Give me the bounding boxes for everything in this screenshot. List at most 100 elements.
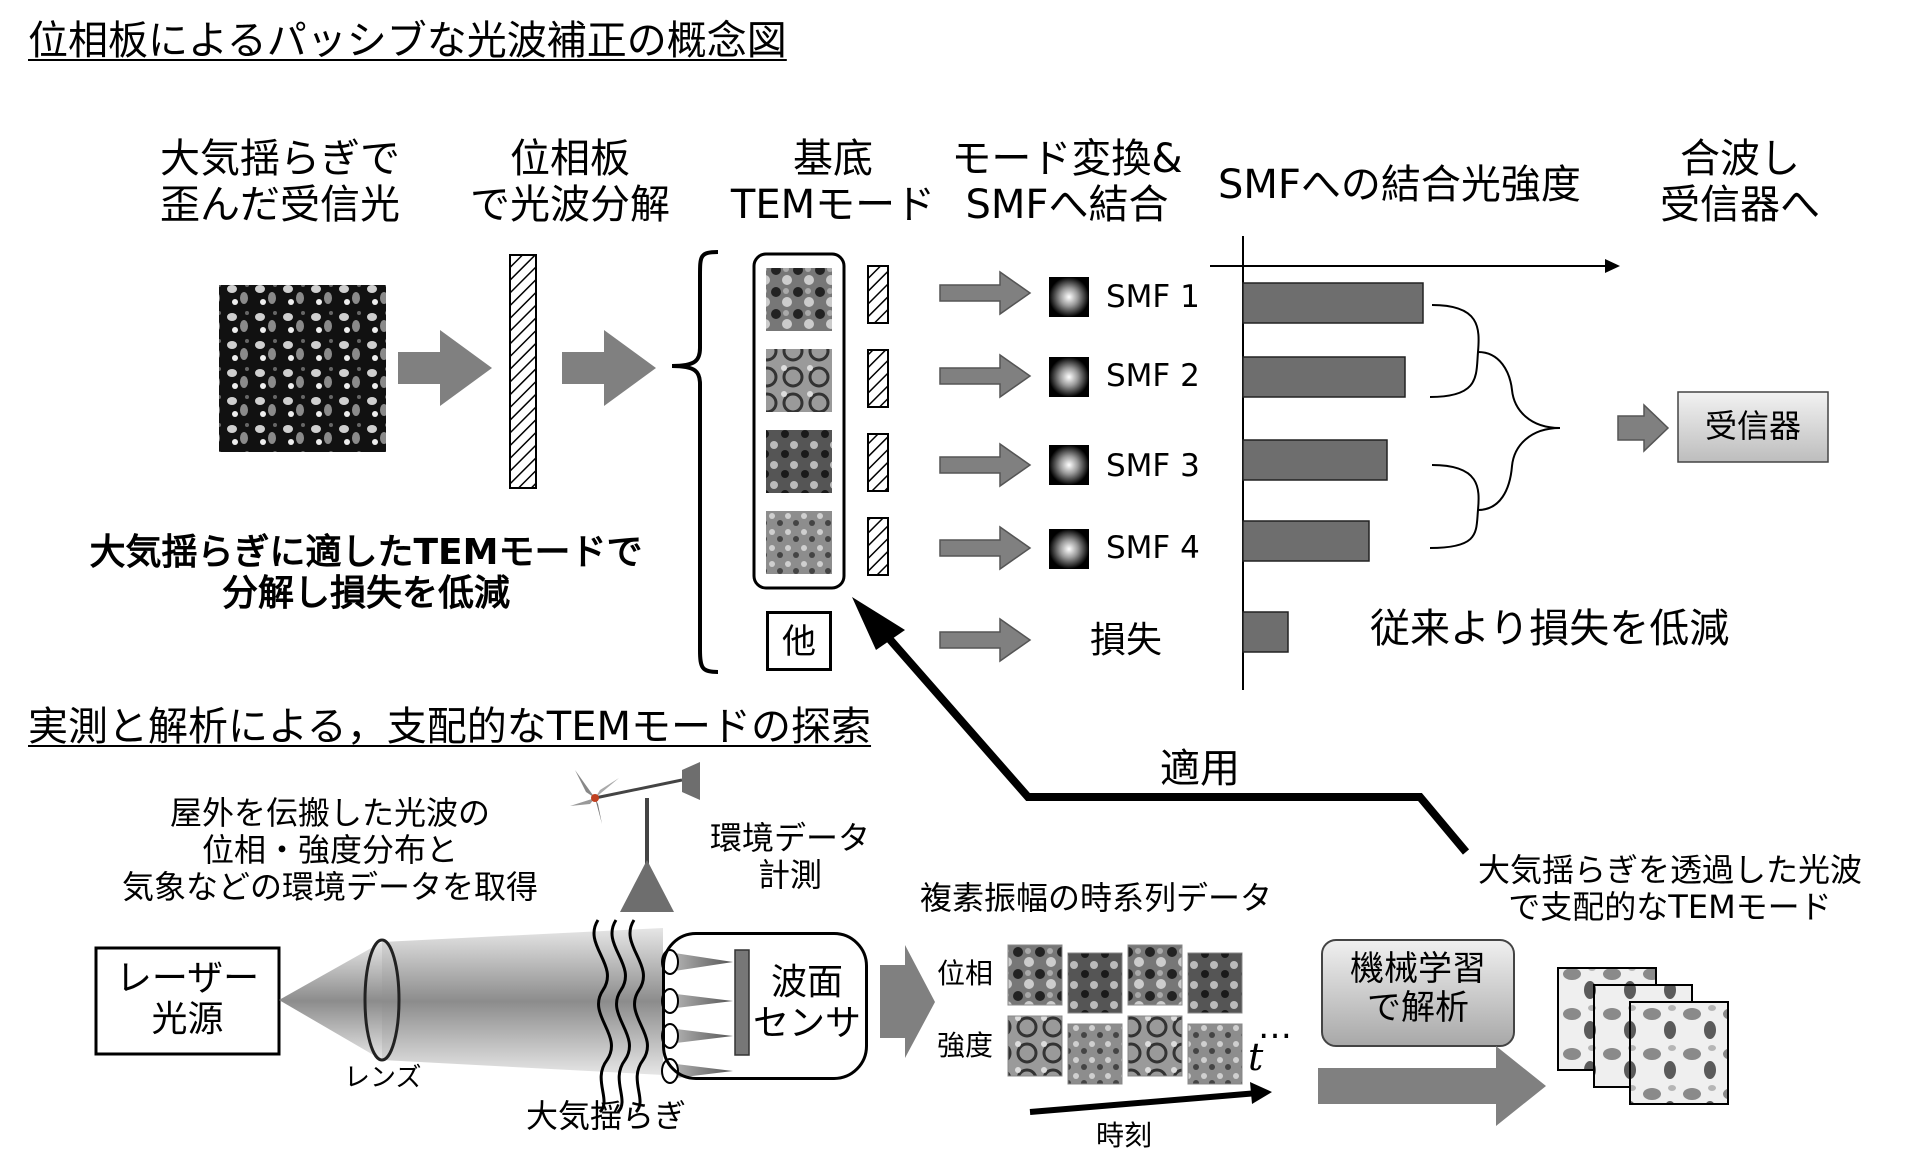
heading-line: モード変換& <box>951 136 1183 182</box>
smf-3-label: SMF 3 <box>1106 448 1200 484</box>
loss-label: 損失 <box>1090 620 1163 661</box>
ml-box <box>1321 939 1515 1047</box>
ml-line: で解析 <box>1367 988 1469 1029</box>
smf-arrow <box>939 353 1032 399</box>
weather-base <box>620 860 674 912</box>
heading-line: 位相板 <box>510 136 630 182</box>
smf-arrow <box>939 442 1032 488</box>
loss-arrow <box>939 617 1032 663</box>
flow-arrow <box>1318 1046 1546 1126</box>
intensity-label: 強度 <box>937 1029 994 1062</box>
flow-arrow <box>398 330 492 406</box>
mode-converter-plate <box>867 265 889 324</box>
received-light-heading: 大気揺らぎで 歪んだ受信光 <box>120 136 440 228</box>
top-section-title: 位相板によるパッシブな光波補正の概念図 <box>28 18 787 64</box>
flow-arrow <box>880 945 935 1058</box>
combiner-curve <box>1477 351 1561 511</box>
loss-reduction-result: 従来より損失を低減 <box>1370 606 1730 652</box>
laser-source-label: レーザー 光源 <box>96 958 279 1041</box>
heading-line: 合波し <box>1680 136 1800 182</box>
axis-arrowhead <box>1605 259 1620 273</box>
heading-line: 基底 <box>793 136 873 182</box>
mode-conversion-heading: モード変換& SMFへ結合 <box>942 136 1192 228</box>
flow-arrow <box>562 330 656 406</box>
laser-cone <box>279 942 382 1060</box>
combiner-curve <box>1429 304 1480 398</box>
phase-plate-heading: 位相板 で光波分解 <box>450 136 690 228</box>
tem-mode-column <box>752 252 846 590</box>
receiver-label: 受信器 <box>1704 407 1801 445</box>
note-line: 分解し損失を低減 <box>221 573 510 615</box>
dominant-mode-label: 大気揺らぎを透過した光波 で支配的なTEMモード <box>1450 852 1890 926</box>
note-line: 大気揺らぎに適したTEMモードで <box>89 532 643 573</box>
env-measure-label: 環境データ 計測 <box>700 820 880 894</box>
mode-converter-plate <box>867 517 889 576</box>
ml-analysis-label: 機械学習 で解析 <box>1322 949 1514 1029</box>
mode-brace <box>671 250 719 674</box>
phase-plate <box>509 254 537 489</box>
laser-box <box>94 946 281 1056</box>
sensor-detector <box>734 949 750 1056</box>
dominant-line: で支配的なTEMモード <box>1508 887 1832 926</box>
phase-frames <box>1007 944 1243 1014</box>
acquire-description: 屋外を伝搬した光波の 位相・強度分布と 気象などの環境データを取得 <box>80 795 580 905</box>
env-line: 環境データ <box>709 819 870 857</box>
sensor-line: 波面 <box>770 962 843 1003</box>
smf-4-intensity-bar <box>1242 520 1370 562</box>
other-modes-box: 他 <box>766 611 832 671</box>
smf-2-label: SMF 2 <box>1106 358 1200 394</box>
tem-mode-2-image <box>766 349 832 412</box>
anemometer-icon <box>570 770 619 824</box>
smf-4-spot <box>1049 529 1089 569</box>
weather-arm <box>594 778 683 800</box>
time-arrowhead <box>1250 1082 1272 1104</box>
smf-3-spot <box>1049 445 1089 485</box>
description-line: 屋外を伝搬した光波の <box>169 794 490 832</box>
description-line: 気象などの環境データを取得 <box>121 867 538 906</box>
smf-4-label: SMF 4 <box>1106 530 1200 566</box>
laser-line: レーザー <box>115 958 260 999</box>
laser-line: 光源 <box>151 999 224 1041</box>
lens-label: レンズ <box>344 1063 422 1093</box>
apply-arrow-line <box>868 616 1470 855</box>
smf-3-intensity-bar <box>1242 439 1388 481</box>
smf-2-spot <box>1049 357 1089 397</box>
description-line: 位相・強度分布と <box>201 830 458 869</box>
wavefront-sensor-label: 波面 センサ <box>752 962 862 1045</box>
mode-converter-plate <box>867 433 889 492</box>
heading-line: 受信器へ <box>1660 182 1820 228</box>
time-arrow-line <box>1029 1090 1259 1115</box>
smf-arrow <box>939 525 1032 571</box>
sensor-line: センサ <box>752 1003 861 1045</box>
smf-1-spot <box>1049 277 1089 317</box>
wind-vane-icon <box>682 762 700 800</box>
continuation-ellipsis: … <box>1258 1007 1292 1047</box>
tem-mode-3-image <box>766 430 832 493</box>
receiver-box <box>1677 391 1829 463</box>
apply-label: 適用 <box>1160 746 1240 792</box>
coupling-intensity-heading: SMFへの結合光強度 <box>1218 162 1581 208</box>
combine-heading: 合波し 受信器へ <box>1620 136 1860 228</box>
dominant-mode-3-image <box>1629 1001 1729 1105</box>
loss-reduction-note: 大気揺らぎに適したTEMモードで 分解し損失を低減 <box>56 532 676 615</box>
heading-line: で光波分解 <box>470 182 670 228</box>
heading-line: 大気揺らぎで <box>160 136 400 182</box>
smf-arrow <box>939 270 1032 316</box>
heading-line: SMFへ結合 <box>965 182 1169 228</box>
basis-mode-heading: 基底 TEMモード <box>718 136 948 228</box>
loss-intensity-bar <box>1242 611 1289 653</box>
smf-1-label: SMF 1 <box>1106 279 1200 315</box>
intensity-frames <box>1007 1015 1243 1085</box>
propagating-beam <box>382 928 663 1075</box>
time-variable: t <box>1248 1035 1264 1079</box>
mode-converter-plate <box>867 349 889 408</box>
lens-icon <box>363 938 401 1062</box>
combiner-curve <box>1429 464 1480 549</box>
smf-2-intensity-bar <box>1242 356 1406 398</box>
ml-line: 機械学習 <box>1350 949 1486 989</box>
turbulence-label: 大気揺らぎ <box>526 1097 687 1135</box>
smf-1-intensity-bar <box>1242 282 1424 324</box>
env-line: 計測 <box>757 855 822 894</box>
heading-line: TEMモード <box>730 182 936 228</box>
